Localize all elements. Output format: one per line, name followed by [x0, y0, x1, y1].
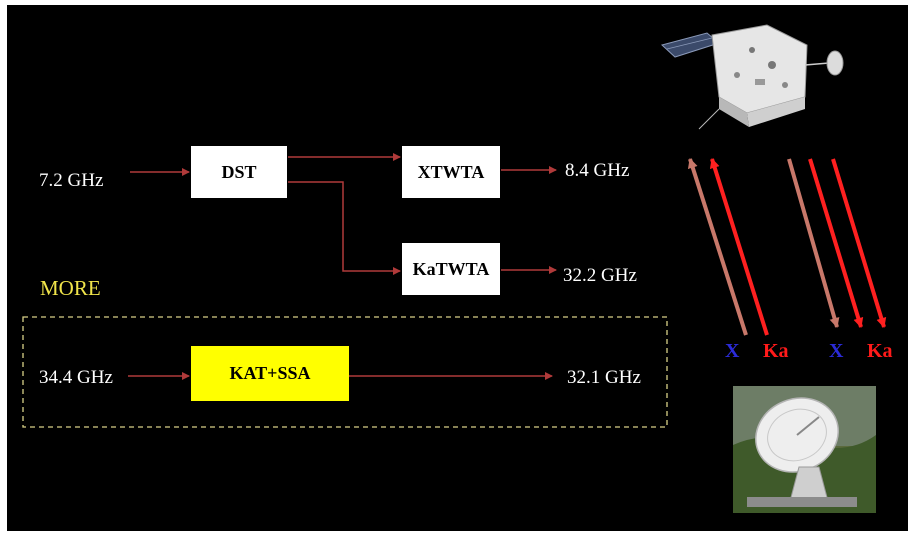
band-label-ka-1: Ka — [763, 340, 789, 362]
xtwta-block: XTWTA — [402, 146, 500, 198]
band-label-x-2: X — [829, 340, 844, 362]
input-x-freq: 7.2 GHz — [39, 170, 104, 191]
katwta-block: KaTWTA — [402, 243, 500, 295]
downlink-ka-arrow-1 — [808, 158, 864, 328]
output-ka-more-freq: 32.1 GHz — [567, 367, 641, 388]
diagram-slide: 7.2 GHz DST XTWTA KaTWTA 8.4 GHz 32.2 GH… — [7, 5, 908, 531]
downlink-x-arrow — [787, 158, 840, 328]
connector-layer — [22, 24, 887, 513]
output-x-freq: 8.4 GHz — [565, 160, 630, 181]
dst-block: DST — [191, 146, 287, 198]
kat-ssa-block: KAT+SSA — [191, 346, 349, 401]
ground-antenna-icon — [733, 386, 876, 513]
uplink-ka-arrow — [709, 158, 769, 336]
more-label: MORE — [40, 276, 101, 300]
output-ka-freq: 32.2 GHz — [563, 265, 637, 286]
more-frame — [22, 316, 668, 428]
uplink-x-arrow — [687, 158, 748, 336]
input-ka-freq: 34.4 GHz — [39, 367, 113, 388]
downlink-ka-arrow-2 — [831, 158, 887, 328]
band-label-x-1: X — [725, 340, 740, 362]
band-label-ka-2: Ka — [867, 340, 893, 362]
arrow-dst-to-katwta — [288, 181, 401, 275]
spacecraft-icon — [660, 24, 844, 130]
